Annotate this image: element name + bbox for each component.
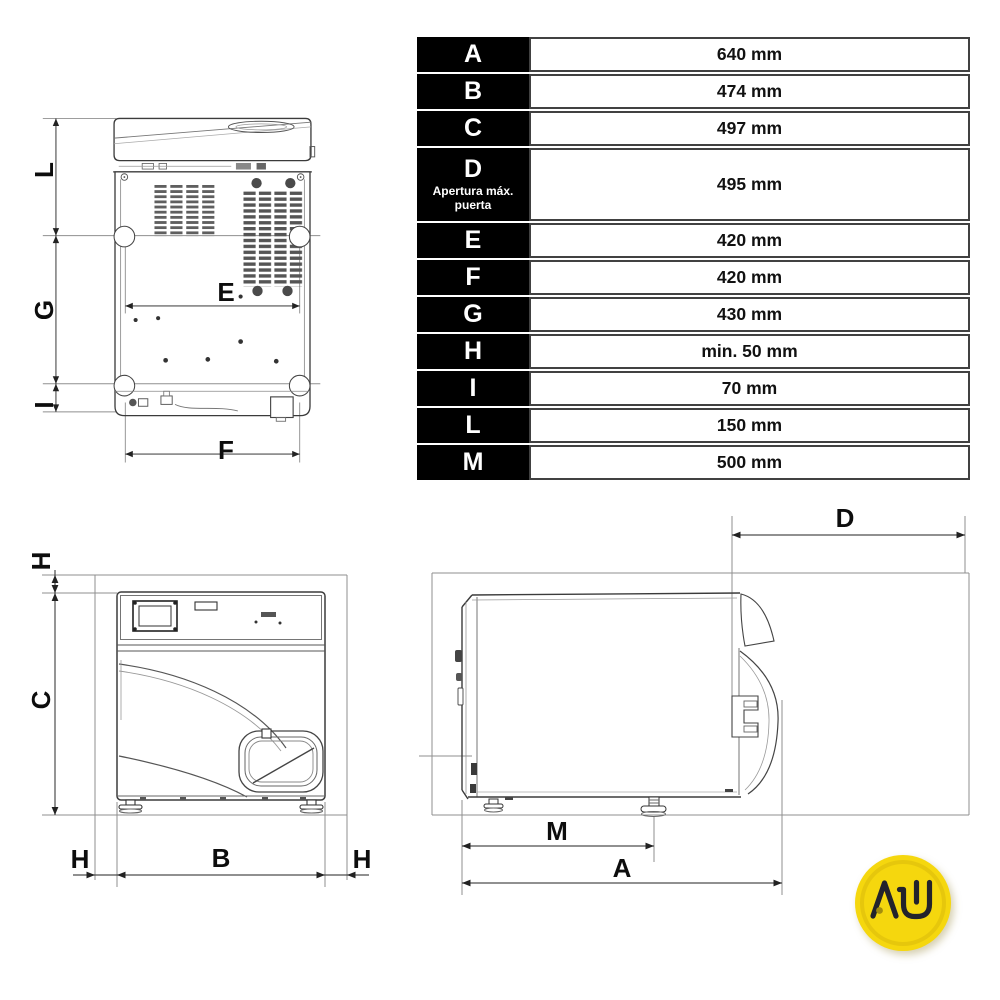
table-row: C 497 mm [417, 111, 970, 146]
dim-label-F: F [218, 435, 234, 465]
dim-label-A: A [612, 853, 632, 883]
rear-dimension-arrows [52, 118, 300, 458]
row-value: 150 mm [529, 408, 970, 443]
row-note: Apertura máx. puerta [432, 183, 514, 212]
dim-label-I: I [29, 401, 59, 409]
row-value: 474 mm [529, 74, 970, 109]
table-row: A 640 mm [417, 37, 970, 72]
front-clearance-box [42, 574, 348, 887]
table-row: G 430 mm [417, 297, 970, 332]
dim-label-H-left: H [70, 844, 90, 874]
row-value: 70 mm [529, 371, 970, 406]
table-row: B 474 mm [417, 74, 970, 109]
table-row: M 500 mm [417, 445, 970, 480]
row-key: G [463, 300, 483, 328]
table-row: L 150 mm [417, 408, 970, 443]
row-key: E [464, 226, 482, 254]
side-view-drawing [419, 516, 970, 895]
row-value: 430 mm [529, 297, 970, 332]
side-dimension-arrows [462, 531, 965, 887]
side-dimension-lines [462, 534, 965, 884]
table-row: I 70 mm [417, 371, 970, 406]
row-key: A [463, 40, 483, 68]
dim-label-E: E [217, 277, 235, 307]
row-value: 500 mm [529, 445, 970, 480]
dim-label-H-top: H [26, 551, 56, 571]
dim-label-G: G [29, 299, 59, 321]
table-row: E 420 mm [417, 223, 970, 258]
dim-label-H-right: H [352, 844, 372, 874]
row-value: 420 mm [529, 223, 970, 258]
front-dimension-arrows [51, 575, 356, 879]
dim-label-D: D [835, 503, 855, 533]
rear-view-drawing [42, 117, 321, 463]
dim-label-B: B [211, 843, 231, 873]
row-value: 640 mm [529, 37, 970, 72]
row-value: 420 mm [529, 260, 970, 295]
row-value: 497 mm [529, 111, 970, 146]
table-row: F 420 mm [417, 260, 970, 295]
table-row: H min. 50 mm [417, 334, 970, 369]
row-key: I [469, 374, 477, 402]
row-value: min. 50 mm [529, 334, 970, 369]
rear-dimension-lines [55, 118, 300, 455]
row-key: F [465, 263, 481, 291]
dim-label-L: L [29, 162, 59, 178]
rear-machine-art [113, 117, 316, 422]
au-logo-icon [855, 855, 951, 951]
row-key: B [463, 77, 483, 105]
side-machine-art [455, 592, 779, 817]
row-key: D [463, 154, 483, 183]
row-key: C [463, 114, 483, 142]
front-view-drawing [42, 570, 369, 887]
dim-label-C: C [26, 690, 56, 710]
front-machine-art [116, 591, 326, 814]
row-value: 495 mm [529, 148, 970, 221]
side-clearance-box [419, 516, 970, 895]
row-key: H [463, 337, 483, 365]
row-key: M [462, 448, 484, 476]
dim-label-M: M [546, 816, 568, 846]
row-key: L [465, 411, 481, 439]
